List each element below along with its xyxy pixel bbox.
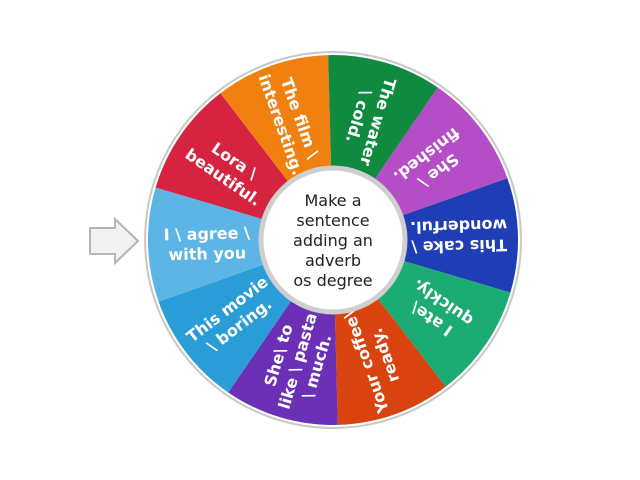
wheel-segment <box>148 187 333 302</box>
pointer-arrow-icon <box>89 216 140 266</box>
wheel-segment <box>333 178 518 293</box>
wheel-hub[interactable] <box>258 165 408 315</box>
segment-label: This cake \wonderful. <box>410 215 508 257</box>
segment-label: I \ agree \with you <box>163 223 250 264</box>
